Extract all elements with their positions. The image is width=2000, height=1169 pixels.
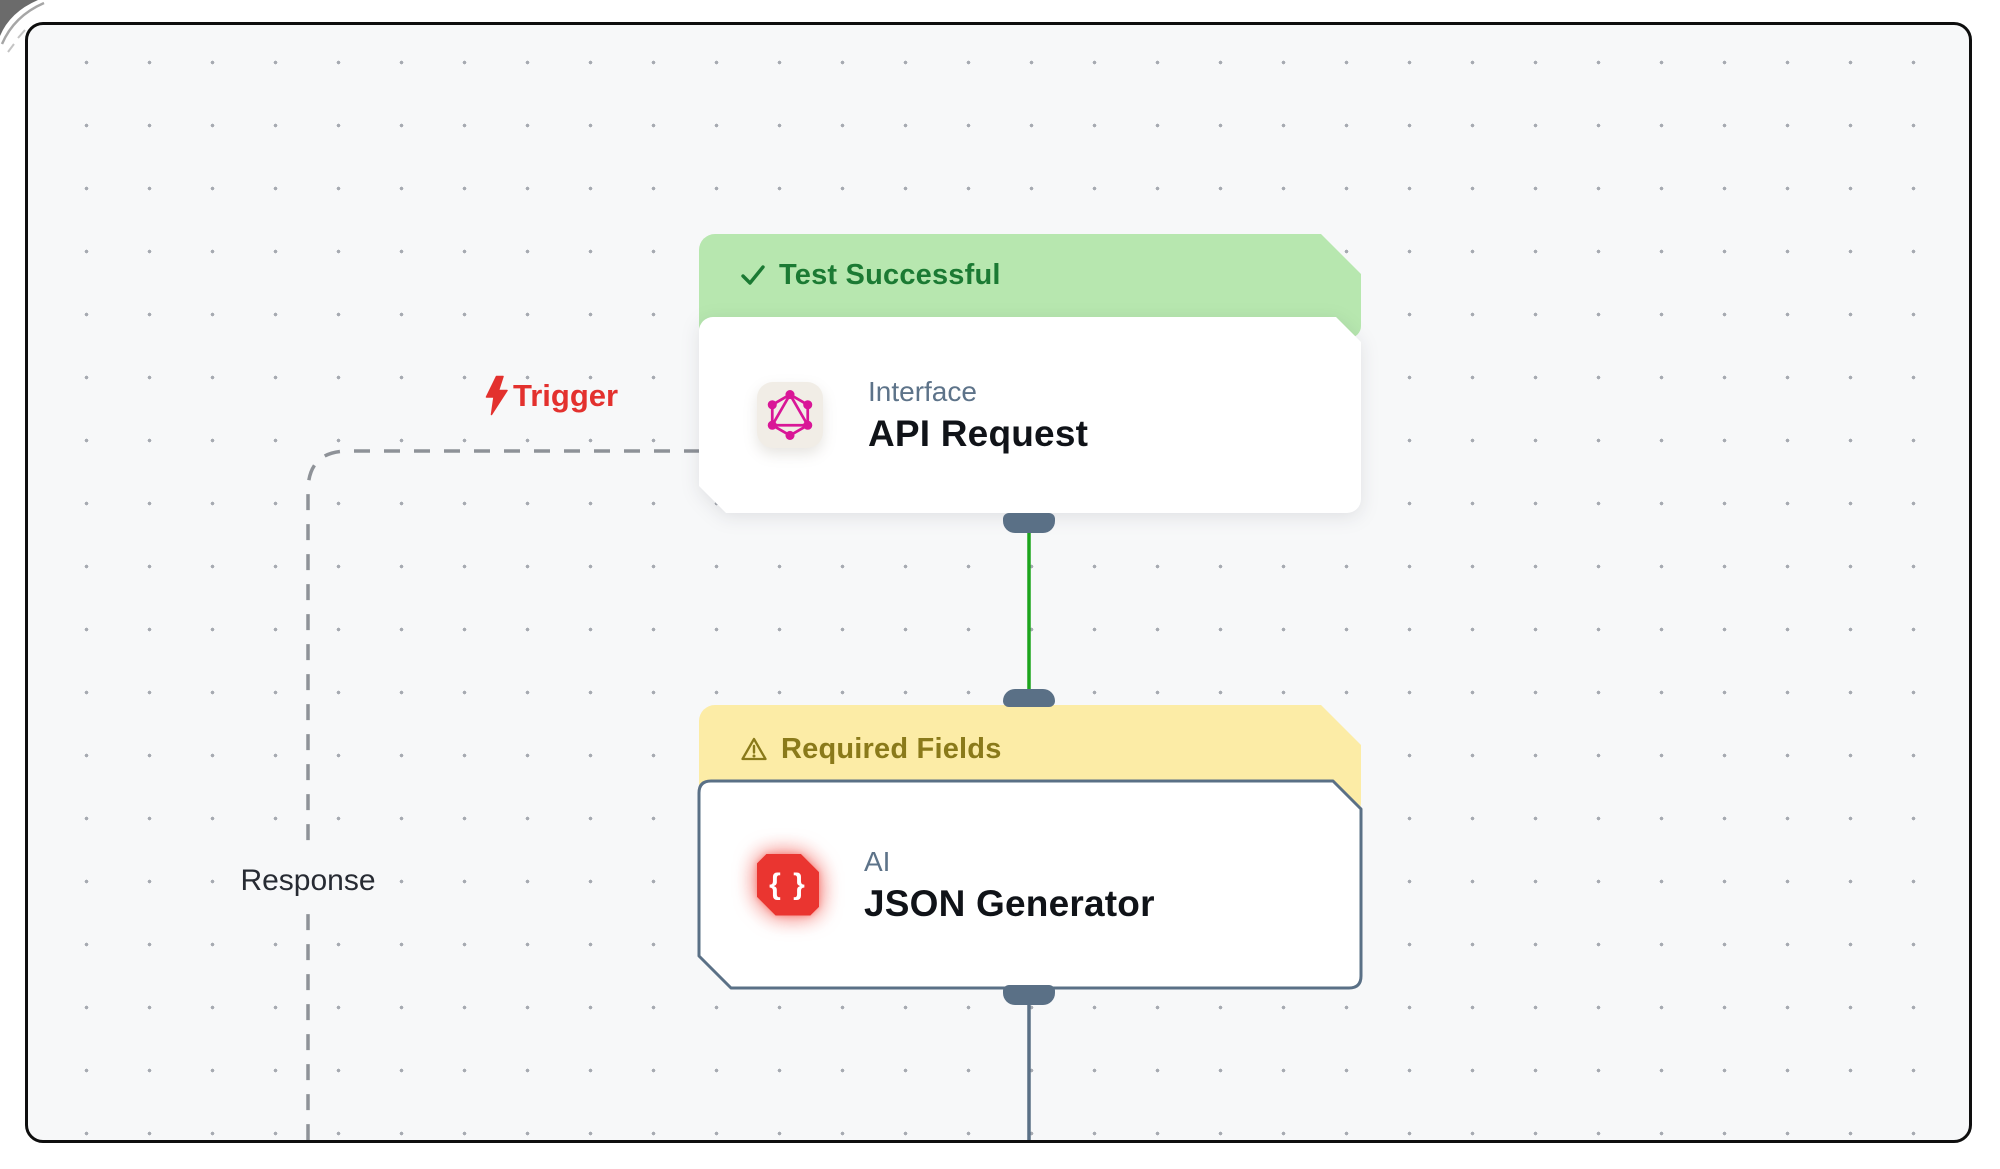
node-card-json-generator[interactable] [697, 779, 1363, 990]
node-icon-tile: { } [757, 853, 819, 916]
node-category: Interface [868, 376, 977, 407]
json-generator-output-port[interactable] [1003, 985, 1055, 1005]
trigger-label-text: Trigger [513, 377, 619, 413]
corner-sketch-decoration [0, 0, 45, 53]
lightning-bolt-icon [485, 375, 508, 416]
warning-triangle-icon [740, 736, 768, 762]
node-title: API Request [868, 413, 1089, 454]
status-banner-label: Test Successful [779, 258, 1001, 291]
trigger-edge-label: Trigger [483, 375, 618, 416]
json-braces-icon: { } [757, 853, 819, 916]
checkmark-icon [740, 263, 766, 287]
node-card-api-request[interactable]: Interface API Request [699, 317, 1361, 513]
node-icon-tile [757, 382, 823, 448]
node-title: JSON Generator [864, 882, 1155, 924]
json-card-outline [697, 779, 1363, 990]
response-label-text: Response [240, 864, 376, 897]
response-edge-label: Response [226, 854, 390, 908]
node-category: AI [864, 845, 891, 877]
node-card-json-generator-content[interactable]: { } AI JSON Generator [699, 781, 1361, 988]
json-braces-glyph: { } [769, 867, 807, 901]
workflow-canvas[interactable]: Test Successful [25, 22, 1972, 1143]
graphql-icon [767, 390, 813, 440]
status-banner-label: Required Fields [781, 732, 1002, 765]
api-request-output-port[interactable] [1003, 513, 1055, 533]
trigger-edge[interactable] [306, 449, 700, 1143]
json-generator-input-port[interactable] [1003, 689, 1055, 707]
